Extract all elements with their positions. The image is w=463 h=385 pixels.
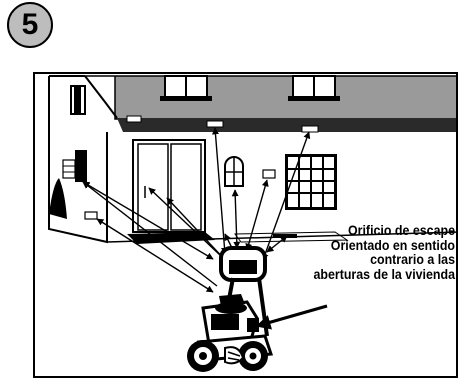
roof bbox=[84, 75, 456, 132]
callout-line-2: Orientado en sentido bbox=[330, 237, 455, 253]
step-number-badge: 5 bbox=[7, 2, 53, 48]
house-pressure-washer-illustration bbox=[48, 75, 456, 372]
multi-pane-window bbox=[285, 154, 337, 210]
wall-vent bbox=[84, 211, 98, 220]
dormer-windows bbox=[160, 75, 340, 101]
illustration-frame bbox=[33, 72, 458, 378]
step-number: 5 bbox=[21, 8, 39, 41]
shrub bbox=[49, 178, 67, 219]
exhaust-callout-arrow bbox=[255, 304, 328, 330]
small-vent bbox=[262, 169, 276, 179]
side-windows bbox=[62, 85, 87, 182]
arched-window bbox=[224, 156, 244, 187]
callout-line-3: contrario a las bbox=[370, 252, 455, 267]
airflow-arrows bbox=[82, 127, 311, 293]
callout-line-4: aberturas de la vivienda bbox=[313, 266, 455, 282]
pressure-washer bbox=[187, 246, 274, 372]
callout-line-1: Orificio de escape bbox=[347, 223, 455, 238]
exhaust-callout: Orificio de escape Orientado en sentido … bbox=[299, 223, 455, 282]
